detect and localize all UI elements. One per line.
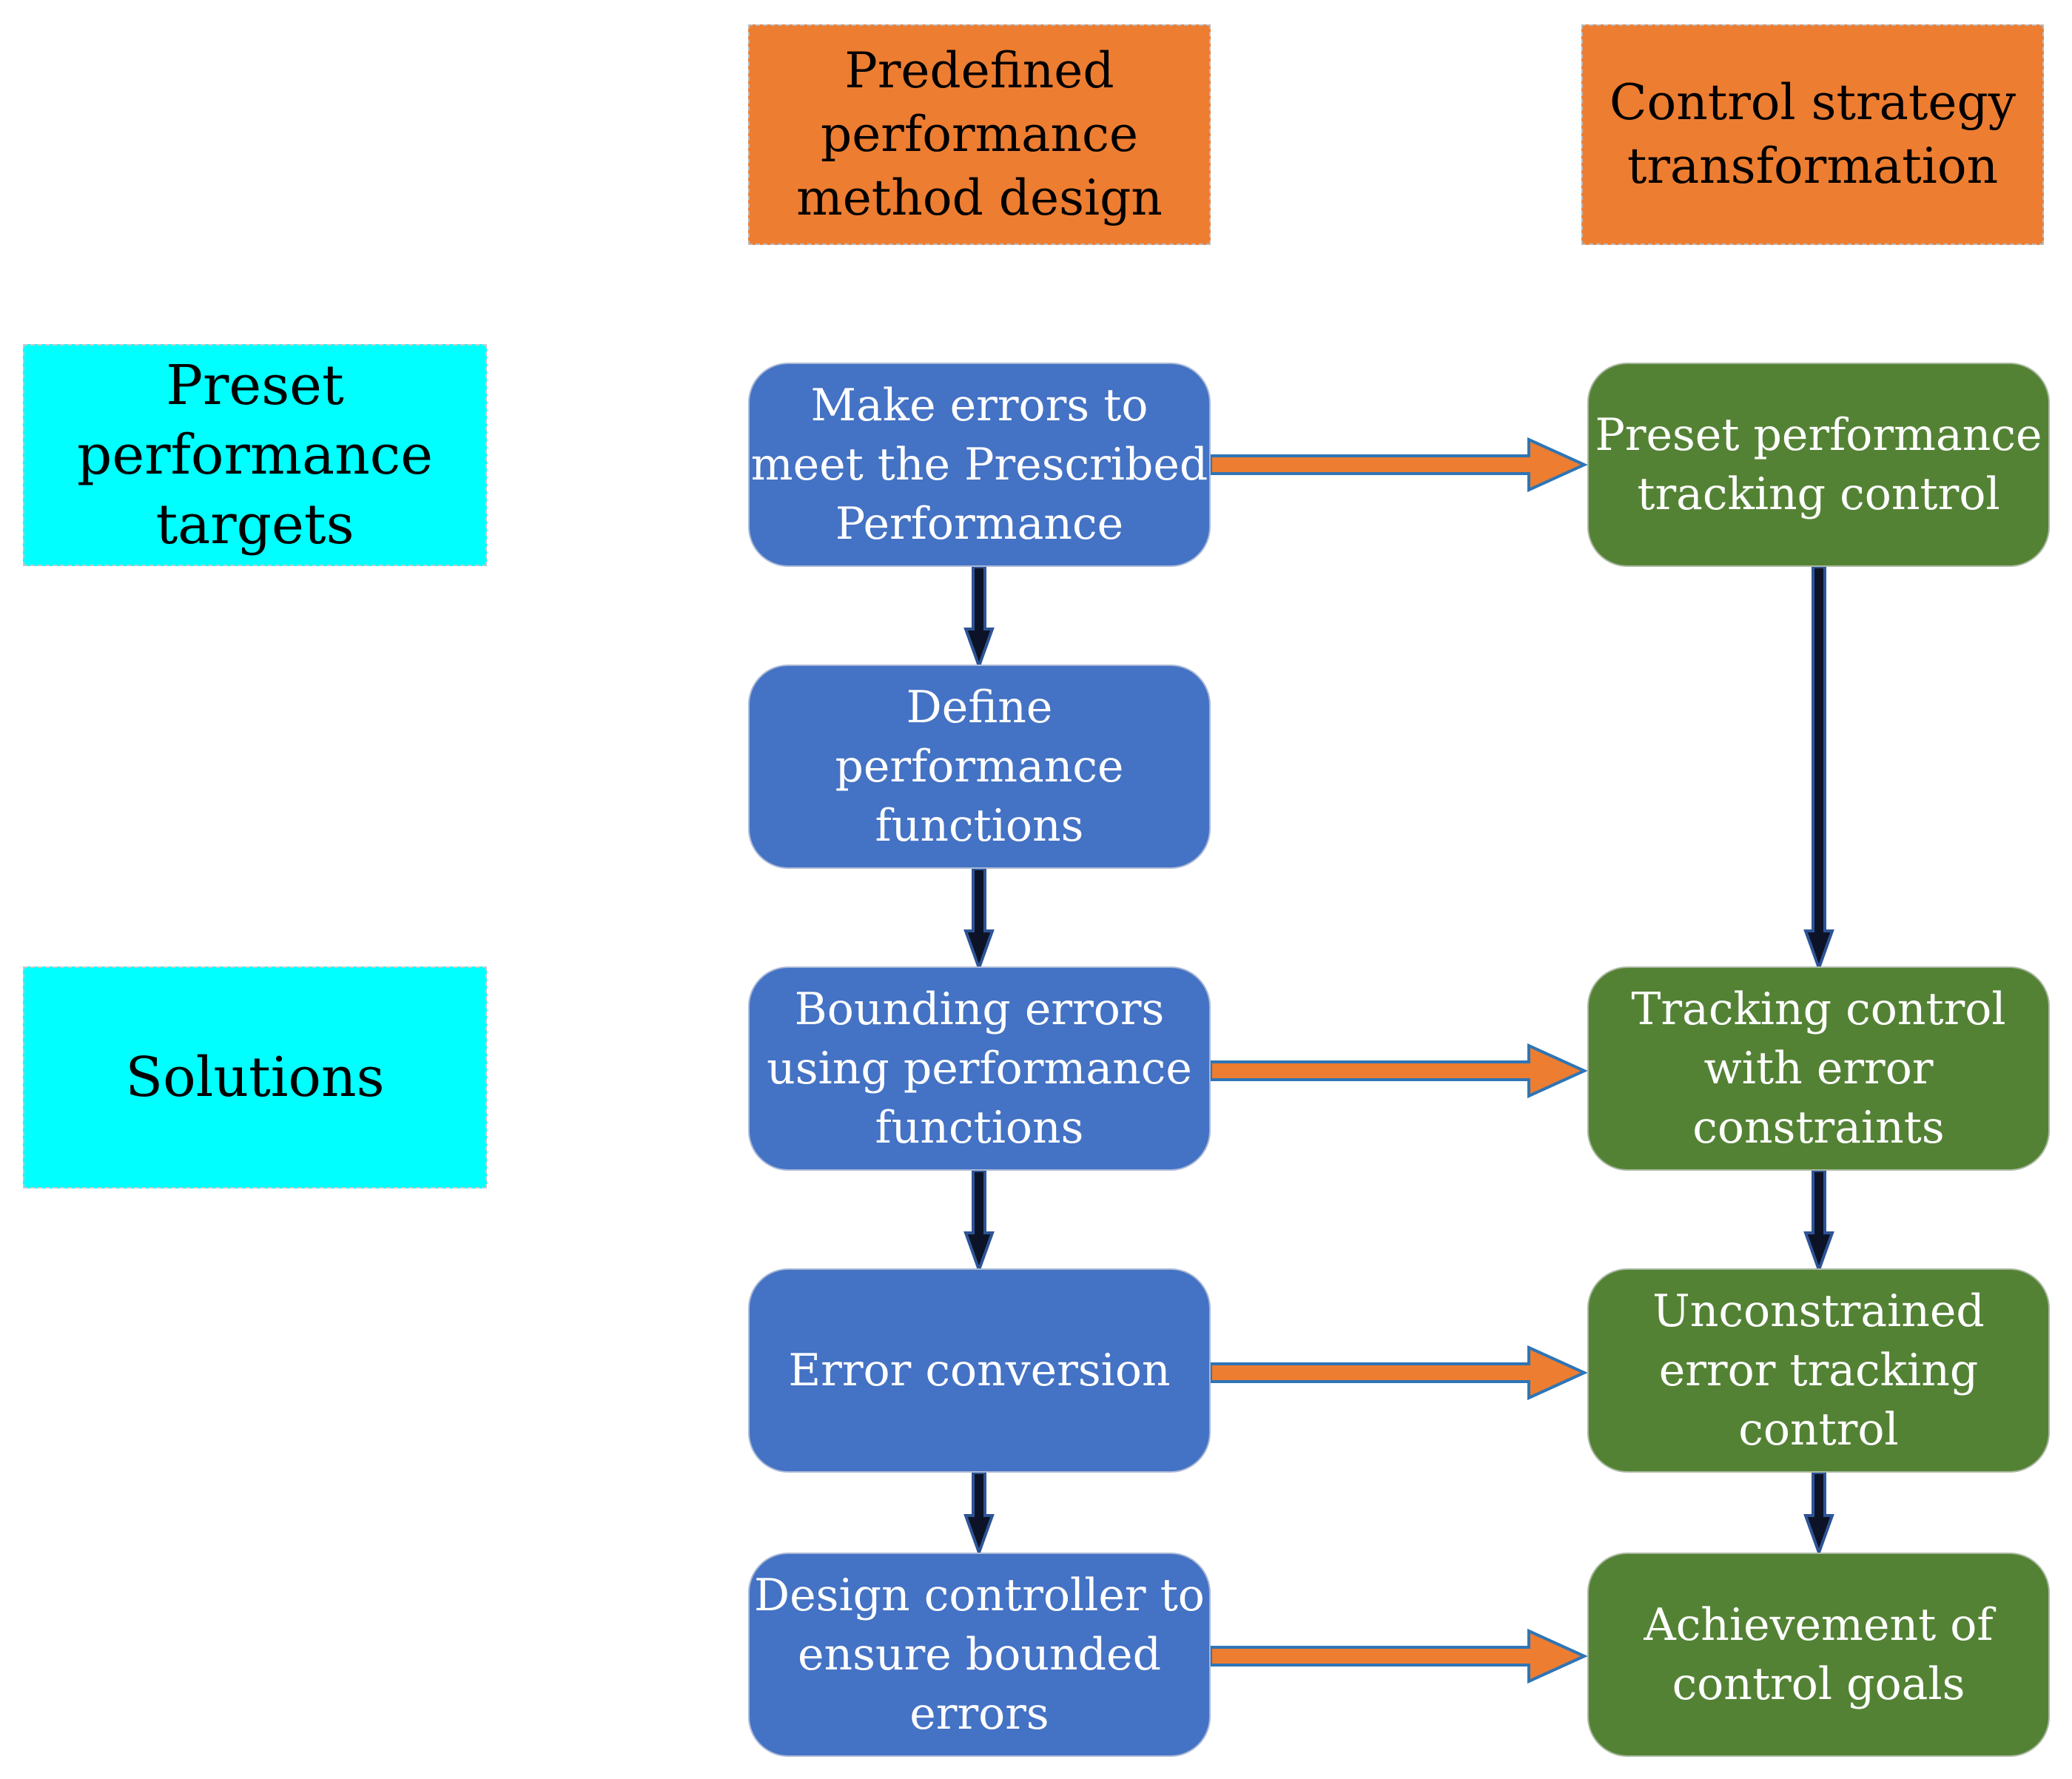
side-label-targets: Preset performance targets: [23, 344, 487, 566]
header-control-strategy: Control strategy transformation: [1581, 24, 2044, 245]
node-error-conversion: Error conversion: [748, 1268, 1211, 1473]
node-preset-tracking-control: Preset performance tracking control: [1587, 363, 2050, 567]
node-bounding-errors: Bounding errors using performance functi…: [748, 966, 1211, 1171]
arrow-right-2: [1209, 1044, 1586, 1097]
node-control-goals: Achievement of control goals: [1587, 1553, 2050, 1757]
node-tracking-with-constraints: Tracking control with error constraints: [1587, 966, 2050, 1171]
arrow-down-left-2: [963, 867, 995, 972]
node-design-controller: Design controller to ensure bounded erro…: [748, 1553, 1211, 1757]
arrow-right-4: [1209, 1630, 1586, 1683]
arrow-down-right-1: [1803, 565, 1834, 972]
node-define-performance-functions: Define performance functions: [748, 665, 1211, 869]
arrow-down-right-2: [1803, 1169, 1834, 1274]
arrow-down-left-4: [963, 1471, 995, 1557]
node-unconstrained-tracking: Unconstrained error tracking control: [1587, 1268, 2050, 1473]
arrow-down-left-1: [963, 565, 995, 670]
arrow-down-left-3: [963, 1169, 995, 1274]
arrow-right-1: [1209, 438, 1586, 491]
node-prescribed-performance: Make errors to meet the Prescribed Perfo…: [748, 363, 1211, 567]
arrow-down-right-3: [1803, 1471, 1834, 1557]
arrow-right-3: [1209, 1346, 1586, 1399]
header-method-design: Predefined performance method design: [748, 24, 1211, 245]
side-label-solutions: Solutions: [23, 966, 487, 1188]
